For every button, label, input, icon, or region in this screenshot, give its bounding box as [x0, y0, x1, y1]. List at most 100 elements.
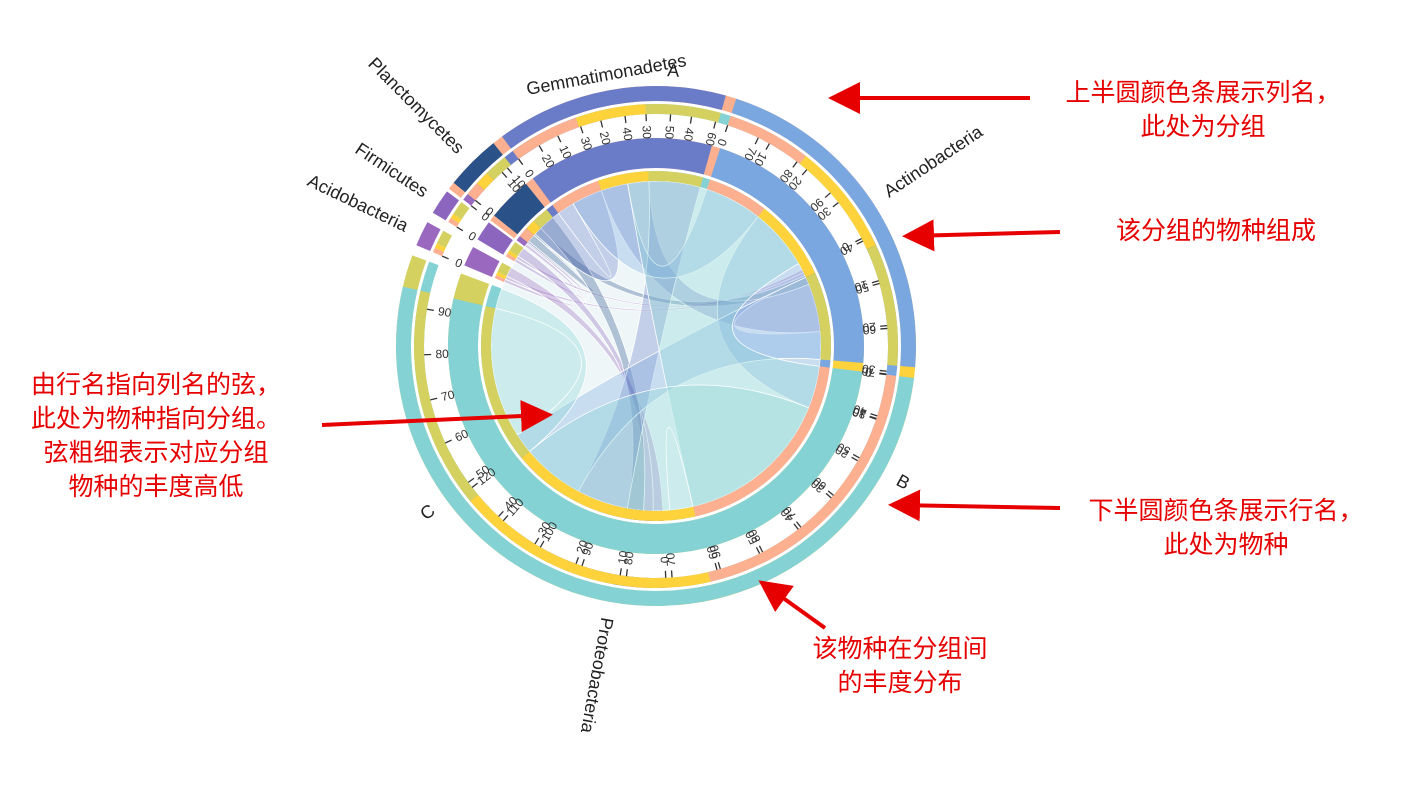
tick-label-a-40: 40 [620, 126, 636, 141]
tick-b-40 [870, 413, 878, 417]
outer-ring-firmicutes [432, 191, 460, 221]
tick-planctomycetes-10 [506, 167, 513, 174]
outer-distribution-actinobacteria-a [727, 115, 806, 164]
outer-distribution-firmicutes-c [453, 202, 470, 220]
tick-a-20 [538, 145, 544, 152]
tick-label-b-50: 50 [834, 440, 853, 459]
annotation-arrows [321, 82, 1061, 630]
tick-a-90 [824, 192, 831, 199]
outer-distribution-actinobacteria-b [799, 156, 876, 250]
tick-proteobacteria-40 [793, 523, 799, 530]
tick-actinobacteria-10 [765, 143, 770, 151]
tick-label-actinobacteria-60: 60 [862, 322, 877, 337]
tick-label-c-90: 90 [437, 304, 453, 320]
inner-composition-a-acidobacteria [516, 237, 527, 247]
tick-label-b-20: 20 [862, 320, 877, 335]
tick-c-90 [426, 308, 434, 311]
inner-distribution-actinobacteria-b [758, 208, 816, 278]
tick-actinobacteria-60 [880, 327, 888, 330]
inner-distribution-planctomycetes-b [526, 220, 541, 236]
tick-proteobacteria-80 [625, 569, 628, 577]
tick-c-50 [467, 477, 475, 483]
inner-distribution-gemmatimonadetes-b [597, 171, 649, 191]
tick-label-c-20: 20 [573, 538, 591, 556]
tick-label-gemmatimonadetes-40: 40 [681, 127, 697, 143]
tick-b-20 [880, 324, 888, 327]
tick-actinobacteria-50 [872, 282, 880, 287]
tick-label-proteobacteria-70: 70 [663, 552, 678, 567]
tick-gemmatimonadetes-40 [689, 116, 693, 124]
annotation-top-right: 上半圆颜色条展示列名， 此处为分组 [1065, 78, 1341, 141]
tick-label-c-70: 70 [440, 387, 457, 404]
tick-label-a-50: 50 [662, 125, 677, 140]
sector-label-c: C [416, 500, 438, 524]
tick-firmicutes-0 [456, 226, 464, 232]
outer-ring-actinobacteria [731, 98, 916, 368]
outer-distribution-firmicutes-b [450, 213, 462, 224]
outer-distribution-planctomycetes-b [476, 172, 494, 190]
tick-label-actinobacteria-80: 80 [850, 404, 867, 422]
tick-label-b-10: 10 [853, 277, 870, 294]
tick-b-70 [795, 521, 802, 528]
inner-band-acidobacteria [464, 246, 500, 278]
tick-label-acidobacteria-0: 0 [453, 255, 465, 271]
inner-distribution-proteobacteria-b [521, 451, 696, 521]
tick-label-c-0: 0 [658, 556, 672, 564]
tick-c-60 [444, 439, 452, 444]
tick-label-a-70: 70 [741, 145, 760, 163]
inner-band-actinobacteria [710, 148, 864, 363]
tick-label-firmicutes-0: 0 [466, 229, 479, 245]
inner-distribution-firmicutes-c [509, 241, 524, 256]
tick-proteobacteria-30 [825, 492, 832, 499]
tick-a-70 [754, 137, 759, 145]
tick-proteobacteria-10 [869, 416, 877, 420]
tick-actinobacteria-20 [801, 169, 808, 176]
sector-label-actinobacteria: Actinobacteria [880, 121, 987, 201]
annotation-left: 由行名指向列名的弦， 此处为物种指向分组。 弦粗细表示对应分组 物种的丰度高低 [30, 370, 281, 501]
chord-area-background [492, 182, 820, 510]
outer-distribution-proteobacteria-c [413, 290, 478, 501]
outer-distribution-actinobacteria-c [866, 245, 898, 366]
tick-label-actinobacteria-40: 40 [837, 240, 856, 259]
tick-label-b-80: 80 [745, 527, 764, 546]
tick-a-0 [470, 205, 478, 211]
annotation-mid-right: 该分组的物种组成 [1115, 216, 1316, 245]
arrow-bottom-right [888, 489, 1061, 522]
outer-distribution-gemmatimonadetes-b [575, 104, 646, 128]
sector-label-a: A [667, 60, 680, 81]
tick-label-c-60: 60 [453, 426, 471, 444]
tick-label-a-60: 60 [702, 131, 719, 148]
tick-c-30 [534, 537, 540, 545]
inner-band-planctomycetes [494, 183, 545, 235]
tick-label-gemmatimonadetes-10: 10 [556, 143, 574, 161]
ribbons [490, 180, 822, 512]
tick-proteobacteria-50 [755, 547, 761, 554]
tick-label-proteobacteria-80: 80 [621, 550, 637, 565]
inner-distribution-actinobacteria-a [706, 179, 765, 217]
tick-label-b-30: 30 [861, 362, 876, 377]
outer-distribution-acidobacteria-b [434, 243, 446, 252]
tick-label-a-30: 30 [578, 135, 596, 152]
tick-a-60 [713, 121, 717, 129]
outer-ring-planctomycetes [453, 143, 503, 193]
tick-b-30 [879, 369, 887, 372]
outer-distribution-proteobacteria-b [470, 494, 711, 588]
tick-label-c-10: 10 [615, 549, 631, 565]
tick-gemmatimonadetes-0 [518, 158, 524, 166]
tick-b-10 [871, 280, 879, 284]
tick-c-20 [575, 556, 580, 565]
outer-composition-a-acidobacteria [463, 195, 475, 206]
tick-b-60 [827, 490, 834, 496]
tick-label-actinobacteria-10: 10 [751, 150, 770, 169]
inner-band-gemmatimonadetes [532, 138, 712, 203]
arrow-mid-right [902, 219, 1061, 252]
tick-label-gemmatimonadetes-20: 20 [597, 130, 614, 147]
inner-distribution-proteobacteria-c [481, 306, 530, 459]
tick-label-actinobacteria-0: 0 [714, 137, 729, 148]
tick-b-80 [758, 545, 764, 553]
tick-label-b-40: 40 [851, 402, 868, 419]
outer-distribution-firmicutes-a [448, 217, 460, 228]
inner-distribution-firmicutes-a [505, 253, 517, 262]
